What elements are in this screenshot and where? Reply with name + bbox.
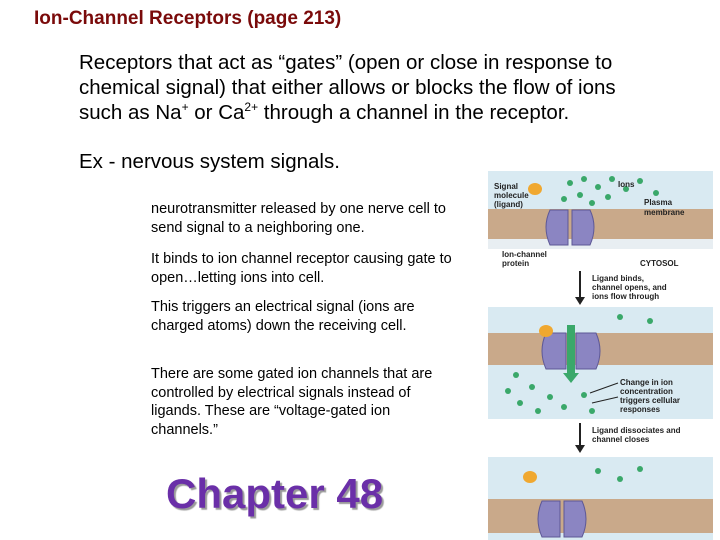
na-superscript: + [181,100,189,115]
panel-open-channel: Change in ion concentration triggers cel… [488,307,713,419]
panel-3-ions [595,466,643,482]
panel-closed-again [488,457,713,540]
label-signal: Signal [494,182,518,191]
ca-superscript: 2+ [244,100,259,115]
panel-2-protein [541,332,601,370]
label-ion-channel: Ion-channel [502,250,547,259]
ion-channel-figure: Signal molecule (ligand) Ions Plasma mem… [488,171,713,540]
intro-line-3b: or Ca [188,101,245,124]
label-step-3b: channel closes [592,435,650,444]
paragraph-electrical-signal: This triggers an electrical signal (ions… [151,299,415,334]
intro-line-3a: such as Na [79,101,182,124]
arrow-1-head-icon [575,297,585,305]
intro-line-3c: through a channel in the receptor. [258,101,570,124]
chapter-label: Chapter 48 [166,470,384,517]
panel-1-membrane [488,209,713,239]
panel-1-protein [545,209,595,246]
label-step-2d: responses [620,405,661,414]
panel-2-flow-arrow-icon [563,373,579,383]
label-step-2b: concentration [620,387,673,396]
callout-line-1 [589,382,619,394]
panel-2-membrane [488,333,713,365]
label-membrane: membrane [644,208,685,217]
panel-2-ligand [539,325,553,337]
label-step-2c: triggers cellular [620,396,680,405]
label-plasma: Plasma [644,198,673,207]
paragraph-binding: It binds to ion channel receptor causing… [151,251,452,286]
intro-line-2: chemical signal) that either allows or b… [79,76,616,99]
label-step-3a: Ligand dissociates and [592,426,681,435]
panel-1-ligand [528,183,542,195]
label-cytosol: CYTOSOL [640,259,679,268]
arrow-2-head-icon [575,445,585,453]
label-step-1b: channel opens, and [592,283,667,292]
panel-1-cytosol [488,239,713,249]
intro-line-1: Receptors that act as “gates” (open or c… [79,51,613,74]
slide-title: Ion-Channel Receptors (page 213) [34,8,342,29]
panel-3-ligand [523,471,537,483]
paragraph-neurotransmitter: neurotransmitter released by one nerve c… [151,201,446,236]
intro-text: Receptors that act as “gates” (open or c… [79,50,719,125]
label-step-1c: ions flow through [592,292,659,301]
label-ions: Ions [618,180,635,189]
panel-3-protein [537,500,587,538]
panel-1-ions [561,176,659,206]
panel-2-ion-flow [567,325,575,375]
panel-2-ions [505,314,653,414]
paragraph-voltage-gated: There are some gated ion channels that a… [151,366,433,438]
label-step-1a: Ligand binds, [592,274,644,283]
panel-3-membrane [488,499,713,533]
panel-closed-channel: Signal molecule (ligand) Ions Plasma mem… [488,171,713,268]
intro-line-3: such as Na+ or Ca2+ through a channel in… [79,100,719,125]
label-step-2a: Change in ion [620,378,673,387]
label-protein: protein [502,259,529,268]
label-ligand: (ligand) [494,200,523,209]
label-molecule: molecule [494,191,529,200]
callout-line-2 [591,396,619,404]
example-text: Ex - nervous system signals. [79,150,340,173]
